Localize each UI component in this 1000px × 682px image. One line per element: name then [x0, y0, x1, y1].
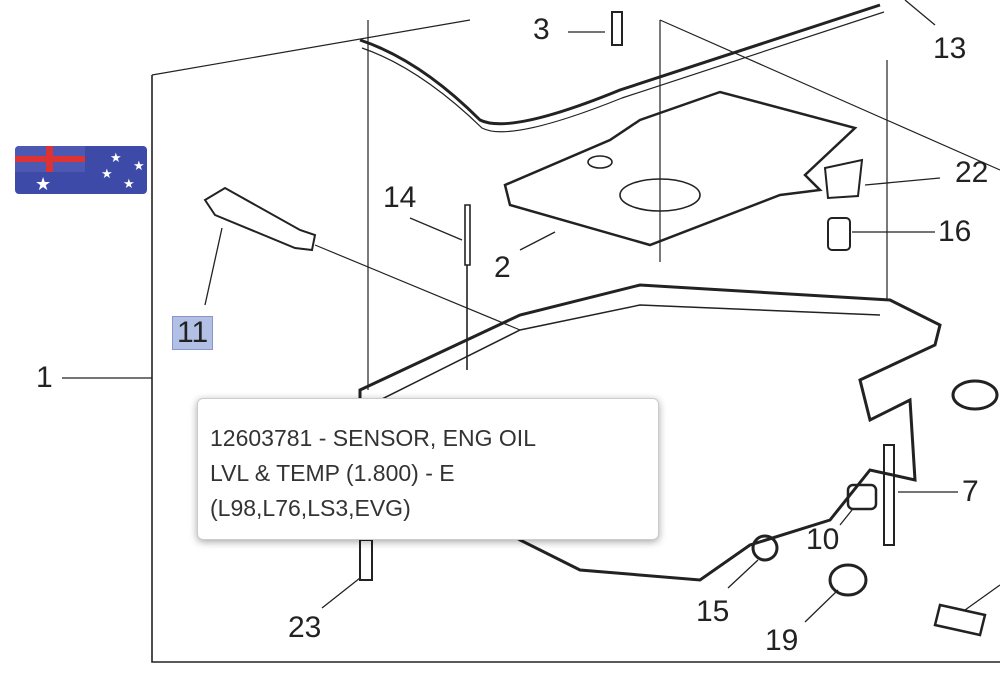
washer-part-19: [828, 563, 868, 597]
bolt-part-7: [883, 444, 895, 546]
stud-part-14: [464, 204, 471, 370]
callout-10[interactable]: 10: [806, 523, 840, 556]
callout-22[interactable]: 22: [955, 156, 989, 189]
callout-14[interactable]: 14: [383, 181, 417, 214]
callout-16[interactable]: 16: [938, 215, 972, 248]
callout-3[interactable]: 3: [533, 13, 550, 46]
malex-motorsports-logo: ★ ★ ★ ★ ★: [0, 0, 480, 200]
bolt-part-3: [611, 11, 623, 46]
bolt-part-23: [359, 539, 373, 581]
plug-part-16: [827, 217, 851, 251]
part-15: [751, 534, 779, 562]
tooltip-line-applications: (L98,L76,LS3,EVG): [210, 495, 411, 521]
part-info-tooltip: 12603781 - SENSOR, ENG OIL LVL & TEMP (1…: [197, 398, 659, 540]
leader-lines: [62, 0, 1000, 623]
part-22: [823, 158, 864, 200]
callout-2[interactable]: 2: [494, 251, 511, 284]
diagram-frame: [151, 75, 1000, 663]
baffle-part-2: [503, 90, 858, 247]
gasket-part-13: [359, 3, 881, 126]
plug-part-10: [846, 483, 878, 511]
oil-level-sensor-part-11: [203, 186, 317, 252]
callout-13[interactable]: 13: [933, 32, 967, 65]
oil-pan-part-1: [358, 283, 942, 582]
tooltip-line-description: LVL & TEMP (1.800) - E: [210, 460, 455, 486]
callout-11-selected[interactable]: 11: [172, 316, 214, 350]
callout-15[interactable]: 15: [696, 595, 730, 628]
callout-19[interactable]: 19: [765, 624, 799, 657]
callout-1[interactable]: 1: [36, 361, 53, 394]
australian-flag-icon: ★ ★ ★ ★ ★: [15, 146, 147, 194]
callout-23[interactable]: 23: [288, 611, 322, 644]
callout-7[interactable]: 7: [962, 475, 979, 508]
tooltip-line-part-number: 12603781 - SENSOR, ENG OIL: [210, 425, 536, 451]
seal-part: [951, 379, 999, 411]
drain-bolt: [933, 603, 987, 637]
